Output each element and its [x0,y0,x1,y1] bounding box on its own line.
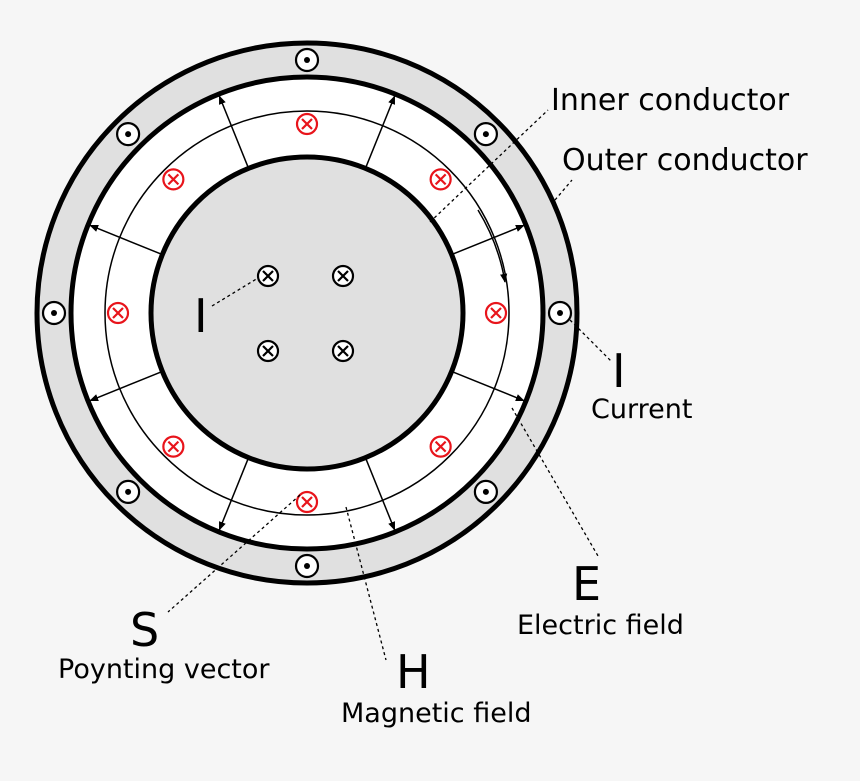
circle-cross-icon [484,301,508,325]
leader-hfield [345,506,387,661]
efield-arrow-6 [89,371,162,402]
inner-conductor [148,154,466,472]
poynting-label: Poynting vector [58,654,270,685]
efield-arrow-0 [218,95,249,168]
circle-cross-icon [256,264,280,288]
circle-dot-icon [473,122,498,147]
circle-dot-icon [294,553,320,579]
magnetic-field-line [104,110,510,516]
circle-dot-icon [116,479,141,504]
current-label: Current [591,394,692,425]
circle-dot-icon [116,122,141,147]
leader-efield [511,407,599,557]
efield-arrow-4 [365,458,396,531]
leader-inner-current [211,277,259,307]
efield-arrow-5 [218,458,249,531]
circle-dot-icon [294,47,320,73]
circle-cross-icon [256,339,280,363]
leader-outer-current [569,319,613,363]
circle-cross-icon [162,168,185,191]
circle-cross-icon [429,435,452,458]
circle-cross-icon [162,435,185,458]
hfield-symbol: H [396,645,431,699]
circle-cross-icon [295,490,319,514]
outer-conductor-label: Outer conductor [562,143,808,178]
electric-field-arrows [89,95,525,531]
circle-dot-icon [547,300,573,326]
leader-outer-conductor [554,179,573,201]
poynting-symbol: S [130,603,159,657]
inner-conductor-label: Inner conductor [551,83,790,118]
circle-cross-icon [429,168,452,191]
leader-lines [167,109,613,661]
leader-poynting [167,494,301,613]
current-symbol: I [612,344,626,398]
hfield-label: Magnetic field [341,698,531,729]
circle-cross-icon [331,264,355,288]
circle-cross-icon [331,339,355,363]
efield-arrow-3 [452,371,525,402]
circle-cross-icon [295,112,319,136]
inner-current-symbol: I [194,289,208,343]
efield-arrow-2 [452,224,525,255]
efield-symbol: E [572,557,601,611]
poynting-markers [106,112,508,514]
efield-label: Electric field [517,610,684,641]
circle-dot-icon [41,300,67,326]
circle-cross-icon [106,301,130,325]
magnetic-field-arrow [477,209,508,283]
circle-dot-icon [473,479,498,504]
efield-arrow-7 [89,224,162,255]
inner-current-markers [256,264,355,363]
outer-current-markers [41,47,573,579]
efield-arrow-1 [365,95,396,168]
